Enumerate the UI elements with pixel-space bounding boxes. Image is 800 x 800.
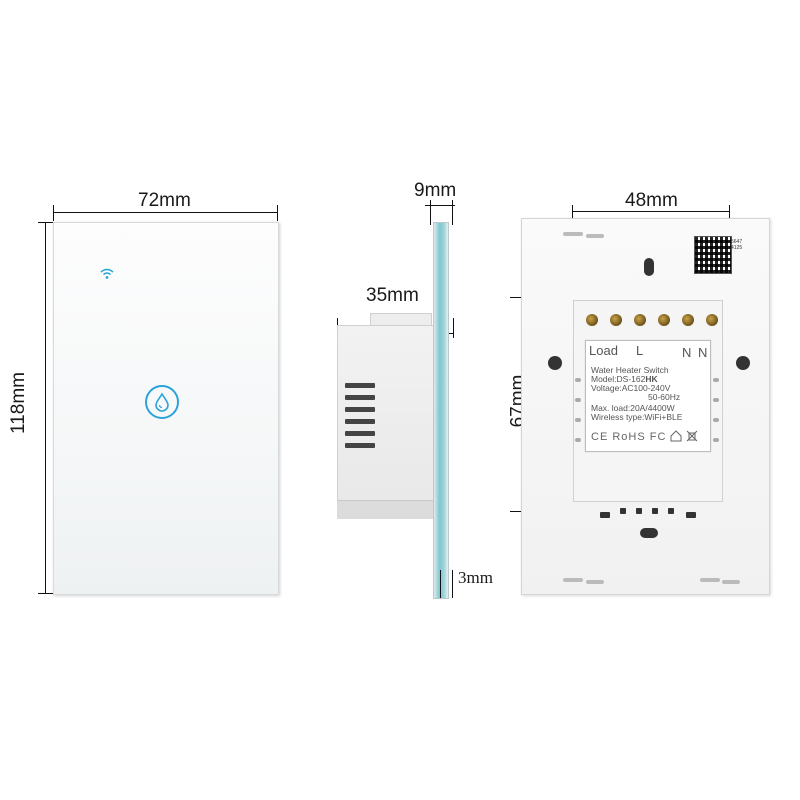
side-glass-tick-right <box>452 570 453 598</box>
front-height-tick-top <box>38 222 53 223</box>
mounting-hole <box>640 528 658 538</box>
plate-slot <box>722 580 740 584</box>
box-notch <box>713 398 719 402</box>
front-width-tick-right <box>277 205 278 221</box>
box-notch <box>575 398 581 402</box>
product-label: Load L N N Water Heater Switch Model:DS-… <box>585 340 711 452</box>
box-notch <box>575 418 581 422</box>
box-notch <box>575 438 581 442</box>
box-notch <box>575 378 581 382</box>
box-notch <box>713 378 719 382</box>
front-width-dimension-line <box>53 212 278 213</box>
mounting-hole <box>644 258 654 276</box>
side-base <box>337 500 434 519</box>
terminal-load-label: Load <box>589 343 618 358</box>
terminal-screw <box>658 314 670 326</box>
mounting-hole <box>548 356 562 370</box>
bottom-vent <box>652 508 658 514</box>
side-glass-panel <box>433 222 449 599</box>
terminal-screw <box>634 314 646 326</box>
terminal-screw <box>706 314 718 326</box>
side-depth-label: 9mm <box>414 180 457 201</box>
side-depth-tick-right <box>452 200 453 225</box>
weee-bin-icon <box>686 430 698 442</box>
front-height-dimension-line <box>45 222 46 593</box>
plate-slot <box>563 232 583 236</box>
terminal-screw <box>682 314 694 326</box>
wifi-icon <box>99 266 115 282</box>
terminal-l-label: L <box>636 343 644 358</box>
water-heater-touch-button[interactable] <box>145 385 179 419</box>
water-drop-icon <box>155 392 169 412</box>
label-product-name: Water Heater Switch <box>591 365 669 375</box>
side-depth-dimension-line <box>425 205 455 206</box>
house-icon <box>670 430 682 442</box>
label-frequency: 50-60Hz <box>648 392 681 402</box>
terminal-block <box>578 300 724 330</box>
side-body-tick-right <box>453 318 454 338</box>
side-glass-tick-left <box>440 570 441 598</box>
label-max-load: Max. load:20A/4400W <box>591 403 675 413</box>
front-height-label: 118mm <box>7 372 29 434</box>
box-notch <box>713 438 719 442</box>
box-notch <box>713 418 719 422</box>
label-wireless-type: Wireless type:WiFi+BLE <box>591 412 683 422</box>
label-voltage: Voltage:AC100-240V <box>591 383 671 393</box>
front-width-label: 72mm <box>138 190 191 211</box>
back-width-dimension-line <box>572 211 730 212</box>
terminal-n2-label: N <box>698 345 708 360</box>
back-width-label: 48mm <box>625 190 678 211</box>
bottom-vent <box>636 508 642 514</box>
side-vent-slot <box>345 395 375 400</box>
qr-code-number: 5647 4125 <box>731 239 743 251</box>
side-glass-thickness-label: 3mm <box>458 568 493 587</box>
bottom-vent <box>620 508 626 514</box>
front-width-tick-left <box>53 205 54 221</box>
side-body-depth-label: 35mm <box>366 285 419 306</box>
certification-marks: CE RoHS FC <box>591 431 667 443</box>
side-depth-tick-left <box>430 200 431 225</box>
side-vent-slot <box>345 419 375 424</box>
bottom-vent <box>686 512 696 518</box>
terminal-screw <box>586 314 598 326</box>
mounting-hole <box>736 356 750 370</box>
bottom-vent <box>668 508 674 514</box>
plate-slot <box>700 578 720 582</box>
label-model: Model:DS-162HK <box>591 374 658 384</box>
side-vent-slot <box>345 431 375 436</box>
plate-slot <box>563 578 583 582</box>
qr-code <box>694 236 732 274</box>
side-vent-slot <box>345 407 375 412</box>
plate-slot <box>586 234 604 238</box>
terminal-screw <box>610 314 622 326</box>
front-height-tick-bottom <box>38 593 53 594</box>
side-vent-slot <box>345 383 375 388</box>
side-vent-slot <box>345 443 375 448</box>
bottom-vent <box>600 512 610 518</box>
terminal-n1-label: N <box>682 345 692 360</box>
plate-slot <box>586 580 604 584</box>
